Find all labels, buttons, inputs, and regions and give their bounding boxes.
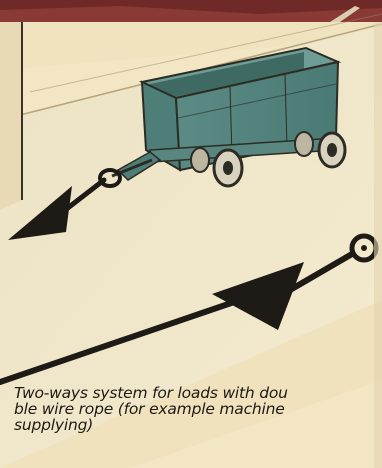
- caption-line: Two-ways system for loads with dou: [14, 385, 380, 401]
- caption-line: supplying): [14, 417, 380, 433]
- caption-line: ble wire rope (for example machine: [14, 401, 380, 417]
- wheel: [295, 132, 313, 156]
- figure-caption: Two-ways system for loads with dou ble w…: [14, 385, 380, 433]
- wheel: [191, 148, 209, 172]
